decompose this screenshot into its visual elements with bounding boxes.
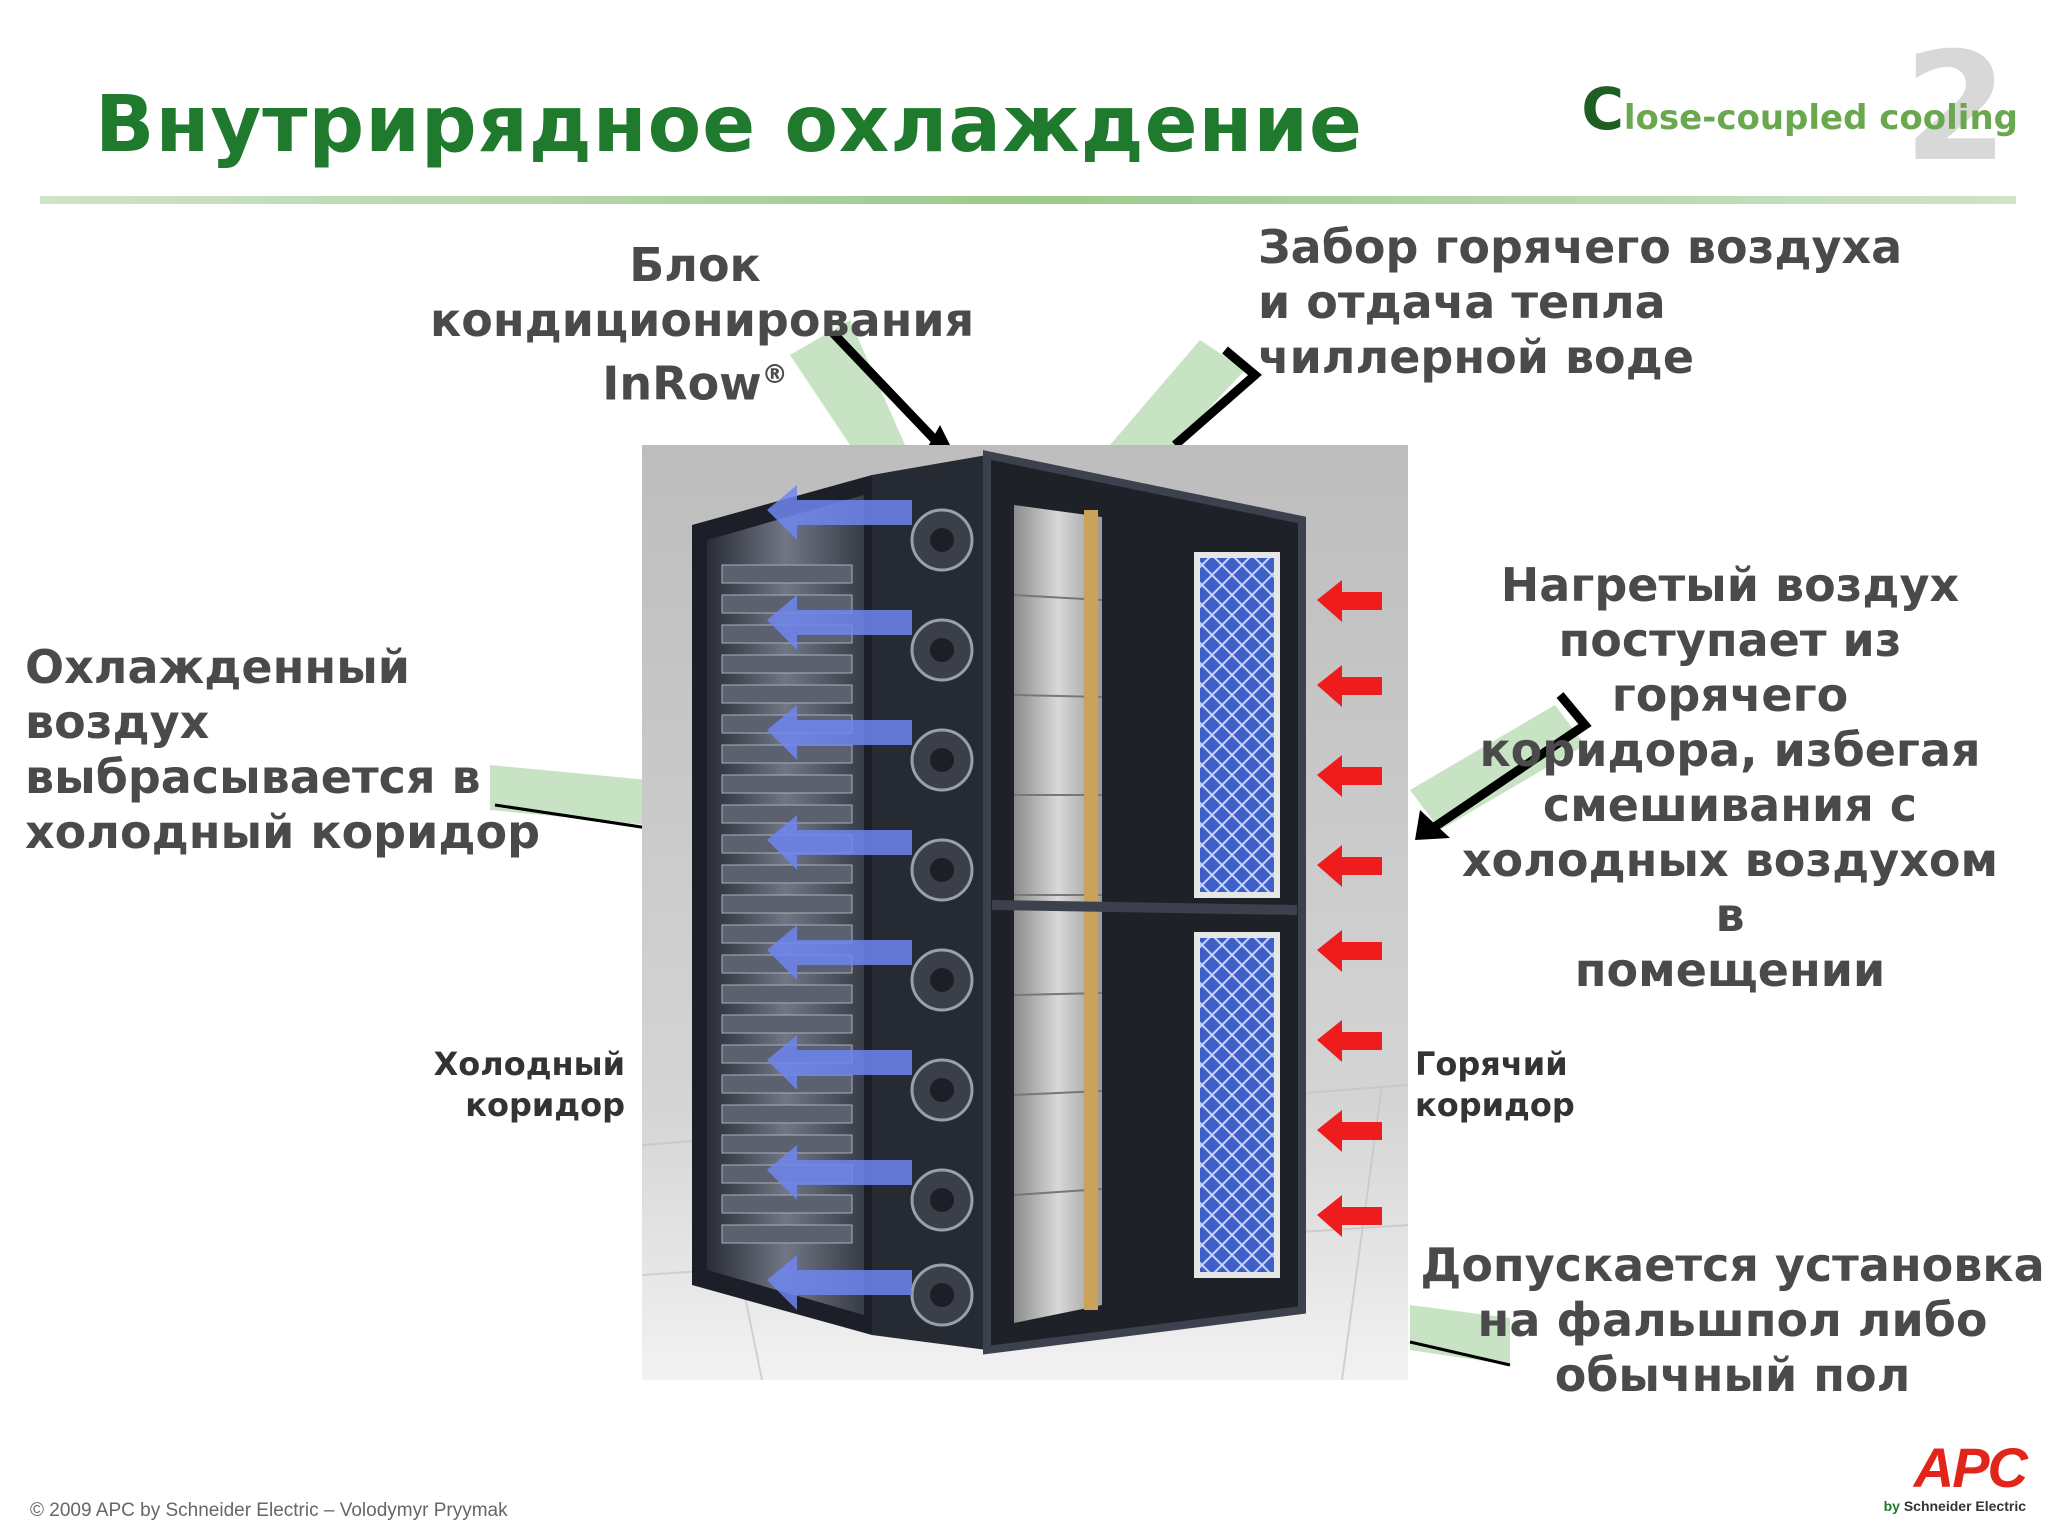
- label-heated-line1: Нагретый воздух: [1500, 558, 1960, 612]
- label-inrow-line3-wrap: InRow®: [430, 348, 960, 411]
- label-hot-aisle: Горячий коридор: [1415, 1044, 1645, 1126]
- label-inrow-unit: Блок кондиционирования InRow®: [430, 238, 975, 411]
- label-cooled-line3: выбрасывается в: [25, 750, 481, 804]
- apc-by: by: [1883, 1498, 1900, 1514]
- apc-byline: by Schneider Electric: [1876, 1498, 2026, 1514]
- pointer-arrow-icon: [1410, 692, 1592, 840]
- apc-schneider: Schneider Electric: [1903, 1498, 2026, 1514]
- label-cooled-line1: Охлажденный: [25, 640, 411, 694]
- brand-text: lose-coupled cooling: [1623, 98, 2018, 138]
- label-intake-line2: и отдача тепла: [1258, 275, 1666, 329]
- apc-logo: APC by Schneider Electric: [1876, 1436, 2028, 1520]
- label-cooled-line2: воздух: [25, 695, 210, 749]
- copyright-footer: © 2009 APC by Schneider Electric – Volod…: [30, 1500, 508, 1521]
- label-heated-line6: помещении: [1574, 943, 1886, 997]
- label-hot-line2: коридор: [1415, 1086, 1575, 1124]
- title-divider: [40, 196, 2016, 204]
- pointer-arrow-icon: [1110, 340, 1262, 450]
- label-heated-line5: холодных воздухом в: [1461, 833, 1999, 942]
- registered-mark: ®: [761, 360, 788, 390]
- label-inrow-line1: Блок: [629, 238, 761, 292]
- label-cold-line2: коридор: [465, 1086, 625, 1124]
- pointer-arrow-icon: [1409, 1305, 1511, 1367]
- label-heated-line2: поступает из горячего: [1558, 613, 1902, 722]
- label-cooled-line4: холодный коридор: [25, 805, 541, 859]
- label-floor-line2: на фальшпол либо: [1477, 1293, 1988, 1347]
- label-cold-line1: Холодный: [433, 1045, 625, 1083]
- label-heated-air: Нагретый воздух поступает из горячего ко…: [1440, 558, 2020, 998]
- label-cold-aisle: Холодный коридор: [395, 1044, 625, 1126]
- label-hot-air-intake: Забор горячего воздуха и отдача тепла чи…: [1258, 220, 1978, 385]
- label-floor-line3: обычный пол: [1554, 1348, 1911, 1402]
- label-inrow-line3: InRow: [602, 356, 762, 411]
- inrow-rack-illustration: [642, 445, 1408, 1380]
- apc-logo-text: APC: [1913, 1436, 2028, 1499]
- label-floor-line1: Допускается установка: [1420, 1238, 2045, 1292]
- label-hot-line1: Горячий: [1415, 1045, 1568, 1083]
- slide-title: Внутрирядное охлаждение: [95, 80, 1363, 170]
- cold-air-arrow-icon: [767, 485, 912, 1310]
- label-cooled-air: Охлажденный воздух выбрасывается в холод…: [25, 640, 585, 860]
- pointer-arrow-icon: [490, 765, 649, 830]
- brand-text-wrap: Close-coupled cooling: [1581, 75, 2018, 143]
- label-floor-install: Допускается установка на фальшпол либо о…: [1420, 1238, 2045, 1403]
- label-heated-line3: коридора, избегая: [1479, 723, 1981, 777]
- close-coupled-cooling-brand: 2 Close-coupled cooling: [1558, 33, 2018, 183]
- brand-c: C: [1581, 75, 1624, 143]
- label-heated-line4: смешивания с: [1542, 778, 1918, 832]
- brand-number: 2: [1903, 21, 2008, 195]
- label-intake-line1: Забор горячего воздуха: [1258, 220, 1903, 274]
- hot-air-arrow-icon: [1317, 580, 1382, 1237]
- label-intake-line3: чиллерной воде: [1258, 330, 1695, 384]
- label-inrow-line2: кондиционирования: [430, 293, 975, 347]
